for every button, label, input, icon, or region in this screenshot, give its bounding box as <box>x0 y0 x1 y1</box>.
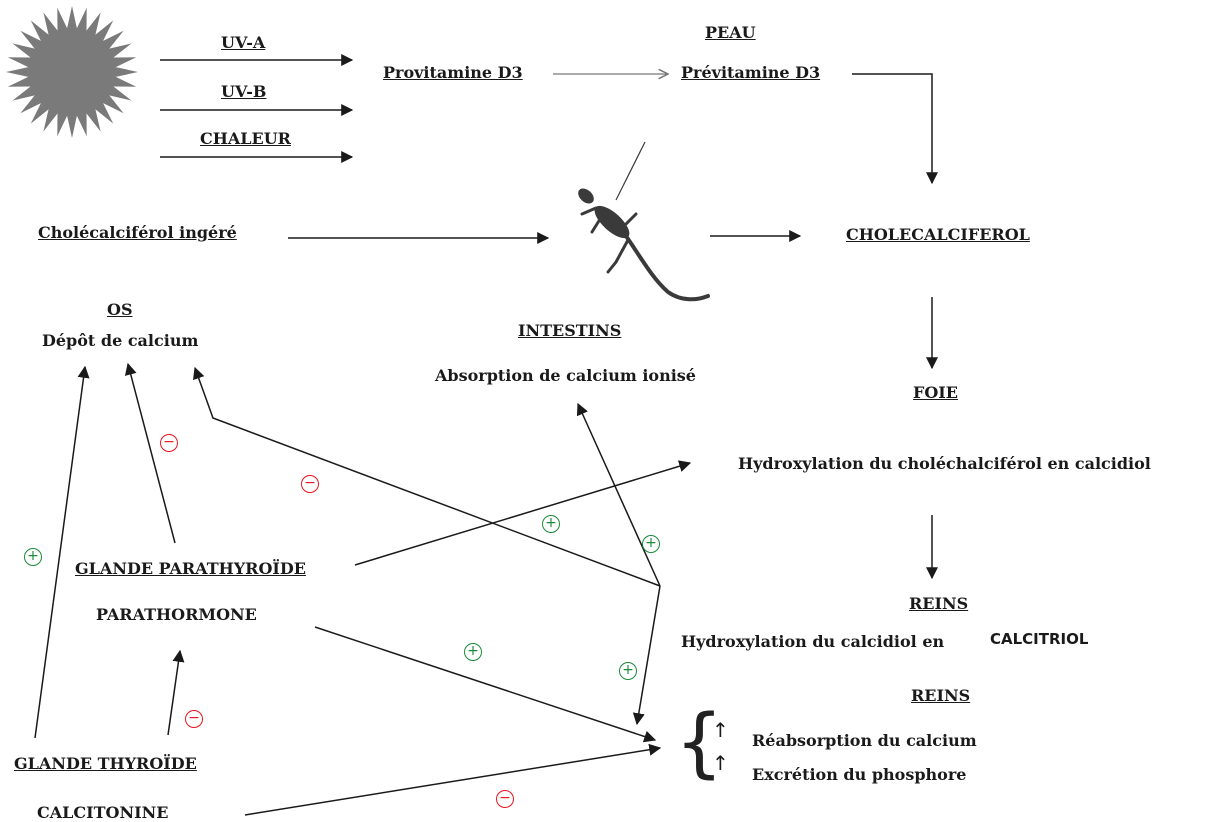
label-uvb: UV-B <box>221 82 267 101</box>
up-arrow-icon: ↑ <box>712 751 729 775</box>
arrow-previt-cholecalciferol <box>852 73 938 185</box>
label-reins2-title: REINS <box>911 686 971 705</box>
label-reins1-title: REINS <box>909 594 969 613</box>
label-excretion: Excrétion du phosphore <box>752 765 967 784</box>
label-peau: PEAU <box>705 23 756 42</box>
lizard-icon <box>578 141 710 302</box>
label-uva: UV-A <box>221 33 266 52</box>
label-foie-title: FOIE <box>913 383 958 402</box>
label-thyroide: GLANDE THYROÏDE <box>14 754 197 773</box>
label-cholecalciferol: CHOLECALCIFEROL <box>846 225 1030 244</box>
plus-sign-icon: + <box>642 535 660 553</box>
label-os-title: OS <box>107 300 133 319</box>
label-ingested: Cholécalciférol ingéré <box>38 223 237 242</box>
label-intestins-title: INTESTINS <box>518 321 622 340</box>
arrow-thyroide-os <box>34 365 90 739</box>
plus-sign-icon: + <box>619 662 637 680</box>
label-calcitriol: CALCITRIOL <box>990 630 1089 648</box>
arrow-calcitriol-intestins <box>576 402 661 587</box>
label-intestins-text: Absorption de calcium ionisé <box>435 366 696 385</box>
sun-icon <box>6 6 138 138</box>
arrow-calcitonine-reins <box>244 743 662 816</box>
label-provitamine: Provitamine D3 <box>383 63 523 82</box>
arrow-calcitriol-reins <box>632 585 661 726</box>
label-calcitonine: CALCITONINE <box>37 803 169 822</box>
arrow-parathyroide-os <box>124 362 176 544</box>
label-os-text: Dépôt de calcium <box>42 331 199 350</box>
plus-sign-icon: + <box>542 515 560 533</box>
up-arrow-icon: ↑ <box>712 718 729 742</box>
label-parathormone: PARATHORMONE <box>96 605 257 624</box>
label-previtamine: Prévitamine D3 <box>681 63 821 82</box>
minus-sign-icon: − <box>160 434 178 452</box>
minus-sign-icon: − <box>185 710 203 728</box>
minus-sign-icon: − <box>496 790 514 808</box>
arrow-parathormone-reins <box>314 626 657 743</box>
curly-brace: { <box>675 697 724 786</box>
label-chaleur: CHALEUR <box>200 129 291 148</box>
label-reins1-text: Hydroxylation du calcidiol en <box>681 632 945 651</box>
arrow-thyroide-parathyroide <box>167 649 185 736</box>
plus-sign-icon: + <box>464 643 482 661</box>
label-foie-text: Hydroxylation du choléchalciférol en cal… <box>738 454 1151 473</box>
plus-sign-icon: + <box>24 548 42 566</box>
arrow-parathyroide-foie <box>354 460 692 566</box>
label-parathyroide: GLANDE PARATHYROÏDE <box>75 559 306 578</box>
minus-sign-icon: − <box>301 475 319 493</box>
label-reabsorption: Réabsorption du calcium <box>752 731 977 750</box>
arrow-calcitriol-os <box>193 366 661 587</box>
